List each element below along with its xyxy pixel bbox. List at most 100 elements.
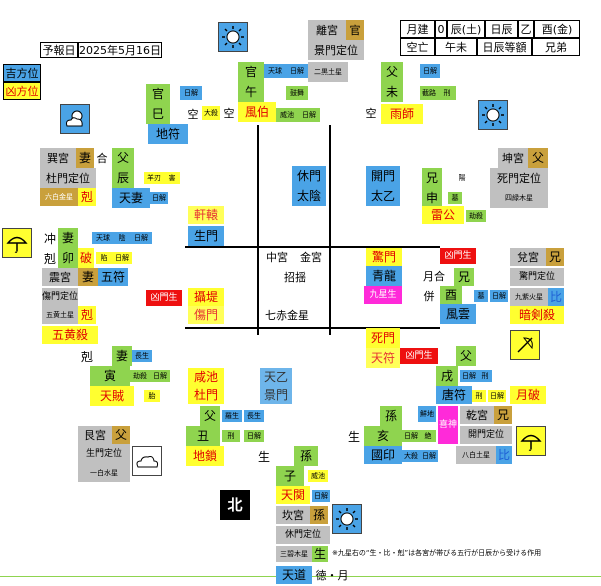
west-south-small-3: 劫殺 bbox=[466, 210, 486, 222]
east-relation: 妻 bbox=[58, 228, 78, 248]
south-small-2: 日解 bbox=[286, 64, 308, 78]
south-small-4: 威池 bbox=[276, 108, 298, 122]
west-south-relation: 父 bbox=[528, 148, 548, 168]
east-bad: 五黄殺 bbox=[42, 326, 98, 344]
center-gate-2: 開門 bbox=[366, 166, 400, 186]
month-number: 0 bbox=[435, 20, 447, 38]
northeast-small-1: 長生 bbox=[132, 350, 152, 362]
northeast-star: 一白水星 bbox=[78, 464, 130, 482]
grid-line-vertical-right bbox=[329, 125, 331, 335]
south-branch-2: 巳 bbox=[146, 104, 170, 124]
grid-line-horizontal-top bbox=[185, 246, 440, 248]
south-gate: 景門定位 bbox=[308, 40, 364, 60]
south-star: 二黒土星 bbox=[308, 62, 348, 82]
northwest-god-3: 國印 bbox=[364, 446, 402, 464]
southwest-empty: 空 bbox=[365, 106, 377, 120]
west-tag: 凶門生 bbox=[440, 248, 476, 264]
center-gate-3: 生門 bbox=[188, 226, 224, 246]
north-sheng-2: 生 bbox=[312, 546, 328, 562]
west-mark: 月合 bbox=[423, 269, 445, 283]
month-branch: 辰(土) bbox=[447, 20, 485, 38]
umbrella-icon-northwest bbox=[516, 426, 546, 456]
north-sheng: 生 bbox=[257, 450, 270, 464]
northwest-small-3: 刑 bbox=[472, 390, 486, 402]
east-small-3: 日解 bbox=[130, 232, 152, 244]
east-south-extra: 軒轅 bbox=[188, 206, 224, 224]
east-gate: 傷門定位 bbox=[42, 288, 78, 306]
sun-icon-southwest bbox=[478, 100, 508, 130]
cloud-sun-icon bbox=[60, 104, 90, 134]
west-south-gate: 死門定位 bbox=[490, 168, 548, 188]
center-palace: 中宮 bbox=[266, 250, 288, 264]
south-small-1: 天球 bbox=[264, 64, 286, 78]
northwest-sheng: 生 bbox=[347, 430, 360, 444]
center-gate: 休門 bbox=[292, 166, 326, 186]
south-empty-2: 空 bbox=[187, 108, 199, 120]
north-relation: 父 bbox=[200, 406, 220, 426]
day-relation-label: 日辰等額 bbox=[477, 38, 532, 56]
good-direction-legend: 吉方位 bbox=[3, 64, 41, 82]
northwest-small-8: 大殺 bbox=[402, 450, 420, 462]
east-small-1: 天球 bbox=[92, 232, 114, 244]
southwest-relation: 父 bbox=[381, 62, 403, 82]
northeast-small-2: 劫殺 bbox=[130, 370, 150, 382]
northwest-tag-2: 喜神 bbox=[438, 406, 458, 444]
west-small-1: 墓 bbox=[474, 290, 488, 302]
west-south-palace: 坤宮 bbox=[498, 148, 528, 168]
west-south-branch: 申 bbox=[422, 188, 442, 208]
south-small-3: 鼓舞 bbox=[286, 86, 308, 100]
northeast-palace: 艮宮 bbox=[78, 426, 112, 444]
northwest-hi: 比 bbox=[496, 446, 512, 464]
northwest-gate: 死門 bbox=[366, 328, 400, 348]
northwest-small-9: 日解 bbox=[420, 450, 438, 462]
west-gate-2: 驚門定位 bbox=[510, 268, 564, 286]
north-small-2: 長生 bbox=[244, 410, 264, 422]
northwest-relation-3: 兄 bbox=[494, 406, 512, 424]
west-hi: 比 bbox=[548, 288, 564, 306]
northwest-small-6: 日解 bbox=[402, 430, 420, 442]
north-relation-2: 孫 bbox=[294, 446, 318, 466]
west-gate: 驚門 bbox=[366, 248, 402, 266]
west-south-relation-2: 兄 bbox=[422, 168, 442, 188]
south-palace: 離宮 bbox=[308, 20, 346, 40]
east-south-small-2: 害 bbox=[164, 172, 180, 184]
west-god-2: 風雲 bbox=[440, 304, 476, 324]
northwest-break: 月破 bbox=[510, 386, 546, 404]
southwest-branch: 未 bbox=[381, 82, 403, 102]
northeast-gate: 生門定位 bbox=[78, 444, 130, 464]
sun-icon-north bbox=[332, 504, 362, 534]
northwest-small-4: 日解 bbox=[488, 390, 506, 402]
west-star-tag: 九星生 bbox=[364, 286, 402, 304]
northeast-god: 天賊 bbox=[90, 386, 134, 406]
north-small-5: 威池 bbox=[308, 470, 328, 482]
north-god-3: 天関 bbox=[276, 486, 310, 504]
center-palace-2: 金宮 bbox=[300, 250, 322, 264]
west-south-star: 四緑木星 bbox=[490, 188, 548, 208]
west-palace: 兌宮 bbox=[510, 248, 546, 266]
north-palace: 坎宮 bbox=[276, 506, 310, 524]
east-south-gate: 杜門定位 bbox=[40, 168, 96, 188]
east-south-small-1: 羊刃 bbox=[144, 172, 164, 184]
north-branch-2: 子 bbox=[276, 466, 304, 486]
east-south-branch: 辰 bbox=[112, 168, 134, 188]
west-relation-2: 兄 bbox=[454, 268, 474, 286]
day-label: 日辰 bbox=[485, 20, 518, 38]
east-kill: 剋 bbox=[43, 252, 56, 266]
east-south-god: 天妻 bbox=[112, 188, 150, 208]
south-small-7: 大殺 bbox=[202, 106, 220, 120]
northwest-god: 天符 bbox=[366, 348, 400, 368]
south-branch: 午 bbox=[238, 82, 264, 102]
south-god: 風伯 bbox=[238, 102, 276, 122]
west-mark-2: 併 bbox=[423, 289, 435, 303]
west-south-god: 雷公 bbox=[422, 206, 464, 224]
west-branch: 酉 bbox=[440, 286, 462, 304]
northeast-god-2: 咸池 bbox=[188, 368, 224, 386]
day-stem: 乙 bbox=[518, 20, 534, 38]
east-god: 五符 bbox=[98, 268, 128, 286]
center-star: 七赤金星 bbox=[265, 308, 309, 322]
south-fu: 地符 bbox=[148, 124, 188, 144]
north-small-1: 羅生 bbox=[222, 410, 242, 422]
northwest-small-2: 刑 bbox=[478, 370, 492, 382]
east-palace: 震宮 bbox=[42, 268, 78, 286]
southwest-small-3: 刑 bbox=[438, 86, 456, 100]
